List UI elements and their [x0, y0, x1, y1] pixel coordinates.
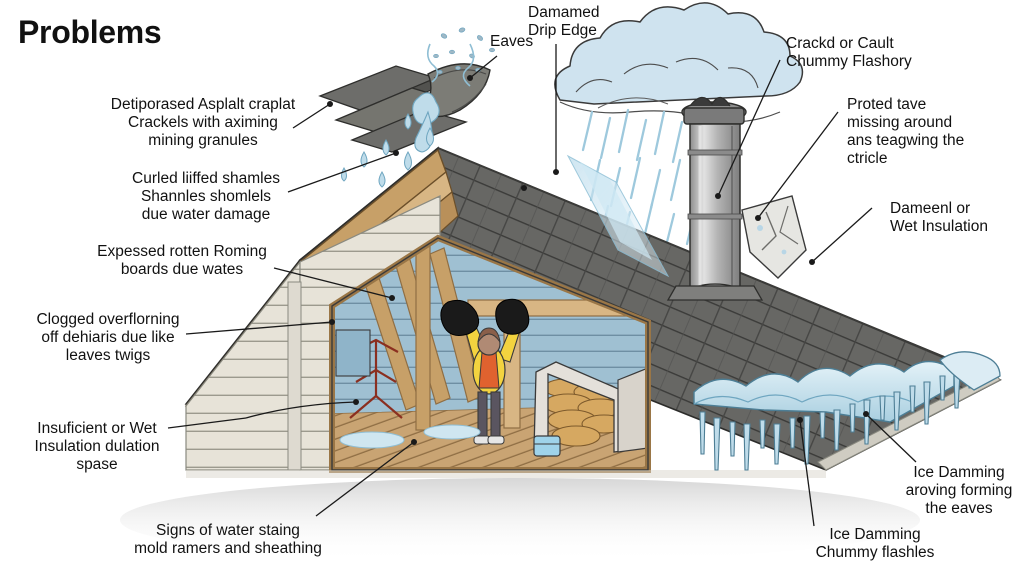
cracked-flashing-piece [741, 195, 807, 279]
attic-worker [440, 298, 530, 445]
page-title: Problems [18, 14, 162, 50]
leader-dots [327, 75, 869, 445]
label-missing-boot: Proted tave missing around ans teagwing … [847, 96, 965, 167]
leader-lines [167, 44, 917, 527]
label-ice-damming-eaves: Ice Damming aroving forming the eaves [905, 464, 1013, 517]
rain-cloud [554, 2, 804, 123]
ice-dam [693, 351, 1001, 471]
label-water-staining: Signs of water staing mold ramers and sh… [134, 522, 322, 557]
label-rotten-boards: Expessed rotten Roming boards due wates [97, 243, 267, 278]
label-detached-shingle: Detiporased Asplalt craplat Crackels wit… [110, 96, 296, 149]
chimney-flue [666, 96, 764, 301]
attic-interior [329, 234, 651, 473]
label-curled-shingles: Curled liiffed shamles Shannles shomlels… [132, 170, 280, 223]
label-eaves: Eaves [490, 33, 534, 50]
label-wet-insulation: Dameenl or Wet Insulation [890, 200, 988, 235]
label-ice-damming-chimney: Ice Damming Chummy flashles [815, 526, 935, 561]
label-insufficient-insulation: Insuficient or Wet Insulation dulation s… [34, 420, 160, 473]
detached-shingle-detail [318, 27, 495, 188]
stored-items [533, 361, 648, 457]
label-clogged-gutter: Clogged overflorning off dehiaris due li… [36, 311, 180, 364]
roof-water-streak [566, 154, 670, 278]
label-cracked-flashing: Crackd or Cault Chummy Flashory [786, 35, 912, 70]
label-drip-edge: Damamed Drip Edge [528, 4, 600, 39]
